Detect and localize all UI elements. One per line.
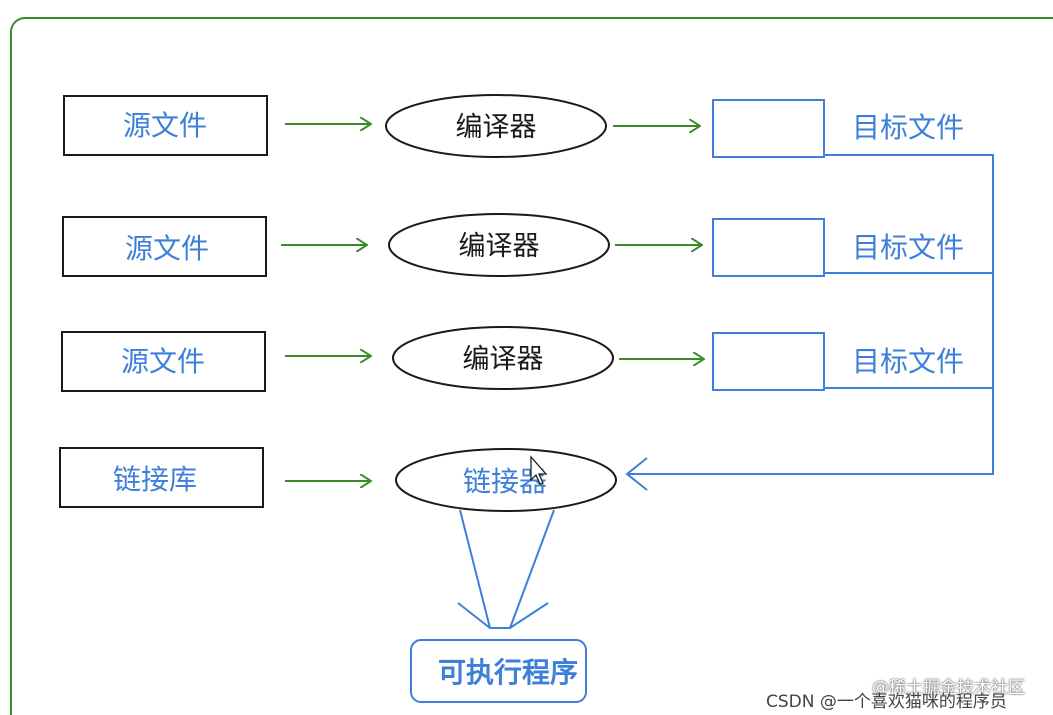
object-to-linker-connector xyxy=(625,154,994,491)
compiler-ellipse-2 xyxy=(388,213,610,277)
library-label: 链接库 xyxy=(113,463,197,496)
object-file-box-3 xyxy=(712,332,825,391)
executable-label: 可执行程序 xyxy=(438,656,578,689)
source-file-box-1 xyxy=(63,95,268,156)
object-file-label-2: 目标文件 xyxy=(852,231,964,264)
library-box xyxy=(59,447,264,508)
csdn-watermark: CSDN @一个喜欢猫咪的程序员 xyxy=(766,692,1007,712)
compiler-label-2: 编译器 xyxy=(459,231,540,262)
compiler-ellipse-3 xyxy=(392,326,614,390)
mouse-cursor-icon xyxy=(530,455,548,485)
source-file-label-1: 源文件 xyxy=(123,109,207,142)
compiler-label-1: 编译器 xyxy=(456,112,537,143)
source-file-box-2 xyxy=(62,216,267,277)
compiler-ellipse-1 xyxy=(385,94,607,158)
object-file-label-3: 目标文件 xyxy=(852,345,964,378)
compiler-label-3: 编译器 xyxy=(463,344,544,375)
linker-ellipse xyxy=(395,448,617,512)
object-file-box-1 xyxy=(712,99,825,158)
object-file-label-1: 目标文件 xyxy=(852,111,964,144)
source-file-label-2: 源文件 xyxy=(125,232,209,265)
juejin-watermark: @稀土掘金技术社区 xyxy=(872,678,1025,698)
object-file-box-2 xyxy=(712,218,825,277)
linker-to-executable-arrow xyxy=(457,509,555,629)
source-file-box-3 xyxy=(61,331,266,392)
source-file-label-3: 源文件 xyxy=(121,345,205,378)
outer-frame xyxy=(10,17,1053,715)
executable-box xyxy=(410,639,587,703)
